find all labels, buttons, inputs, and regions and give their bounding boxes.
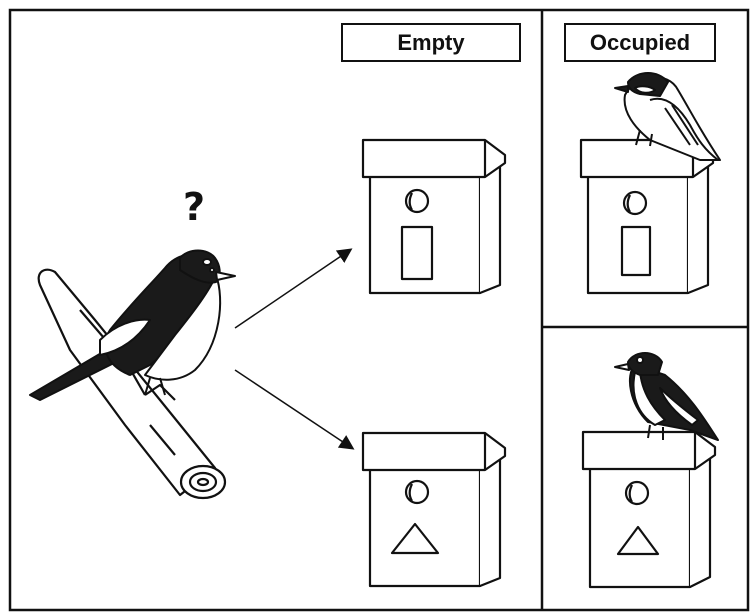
outer-frame [8,8,750,612]
arrow-to-bottom-box [234,369,355,450]
nest-box-occupied-rectangle [579,138,715,295]
triangle-symbol [390,522,440,555]
triangle-symbol [616,525,660,556]
nest-box-occupied-triangle [581,430,717,589]
rectangle-symbol [620,225,652,277]
question-mark: ? [183,185,206,229]
tit-bird [614,72,721,161]
panel-frames [8,8,750,612]
arrow-to-top-box [234,248,353,329]
flycatcher-bird-right [614,352,719,441]
nest-box-empty-triangle [361,431,507,588]
empty-label: Empty [341,23,521,62]
occupied-label: Occupied [564,23,716,62]
branch [37,268,227,500]
rectangle-symbol [400,225,434,281]
flycatcher-bird-left [29,249,236,401]
nest-box-empty-rectangle [361,138,507,295]
